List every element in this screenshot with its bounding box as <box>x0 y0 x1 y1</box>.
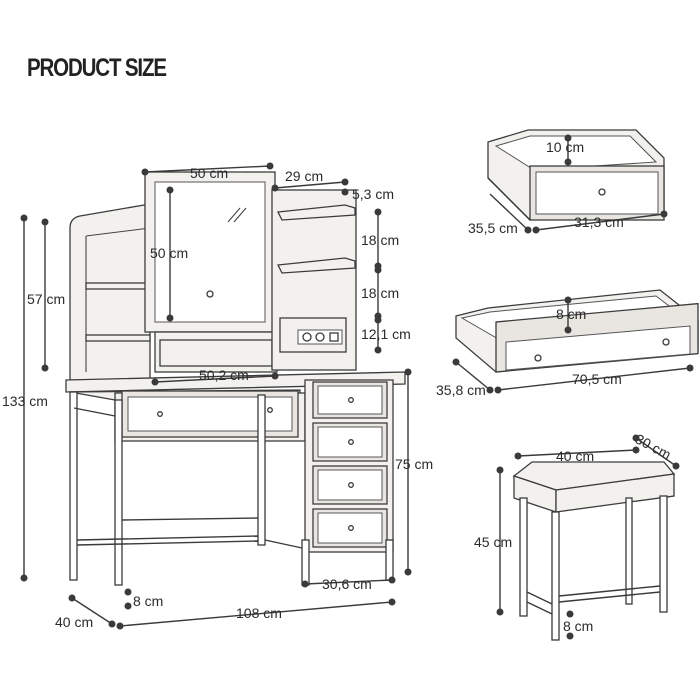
mirror-width-label: 50 cm <box>190 165 228 181</box>
stool-width-label: 40 cm <box>556 448 594 464</box>
leg-front-left <box>69 391 78 581</box>
shelf-gap-2-label: 18 cm <box>361 285 399 301</box>
hutch-base-width-label: 50,2 cm <box>199 367 249 383</box>
total-height-label: 133 cm <box>2 393 48 409</box>
shelf-width-label: 29 cm <box>285 168 323 184</box>
stool-leg-left <box>519 497 528 617</box>
mirror-height-label: 50 cm <box>150 245 188 261</box>
stool-seat-front <box>555 473 675 513</box>
small-drawer-height-label: 10 cm <box>546 139 584 155</box>
desk-top <box>65 371 406 393</box>
mirror-glass <box>154 181 266 323</box>
stool-drawing <box>512 461 676 641</box>
stool-leg-right <box>659 495 668 613</box>
right-shelf-top <box>276 204 356 221</box>
stool-leg-label: 8 cm <box>563 618 593 634</box>
small-drawer-drawing <box>487 129 665 221</box>
large-drawer-dimensions <box>452 296 694 394</box>
right-shelf-mid <box>276 257 356 274</box>
left-shelf-1 <box>85 282 151 290</box>
depth-label: 40 cm <box>55 614 93 630</box>
large-drawer-width-label: 70,5 cm <box>572 371 622 387</box>
stool-depth-label: 30 cm <box>633 431 674 463</box>
outlet-height-label: 12,1 cm <box>361 326 411 342</box>
stool-leg-back <box>625 497 633 605</box>
large-drawer-height-label: 8 cm <box>556 306 586 322</box>
small-drawer-depth-label: 35,5 cm <box>468 220 518 236</box>
small-drawer-dimensions <box>489 134 668 234</box>
leg-drawer-right <box>385 539 394 581</box>
large-drawer-drawing <box>455 289 699 373</box>
dimension-labels: 50 cm 50 cm 29 cm 5,3 cm 18 cm 18 cm 12,… <box>2 139 674 634</box>
page-title: PRODUCT SIZE <box>27 54 167 82</box>
small-drawer-width-label: 31,3 cm <box>574 214 624 230</box>
vanity-drawing <box>65 171 406 586</box>
mirror-touch-icon <box>206 290 214 298</box>
top-shelf-gap-label: 5,3 cm <box>352 186 394 202</box>
stool-leg-front <box>551 511 560 641</box>
leg-size-label: 8 cm <box>133 593 163 609</box>
stool-height-label: 45 cm <box>474 534 512 550</box>
shelf-gap-1-label: 18 cm <box>361 232 399 248</box>
large-drawer-depth-label: 35,8 cm <box>436 382 486 398</box>
leg-back <box>257 394 266 546</box>
total-width-label: 108 cm <box>236 605 282 621</box>
hutch-height-label: 57 cm <box>27 291 65 307</box>
leg-drawer-left <box>301 539 310 586</box>
leg-front-left-inner <box>114 399 123 586</box>
drawer-unit-width-label: 30,6 cm <box>322 576 372 592</box>
vanity-dimensions <box>20 162 412 630</box>
left-shelf-2 <box>85 334 151 342</box>
stool-dimensions <box>496 434 680 640</box>
desk-height-label: 75 cm <box>395 456 433 472</box>
left-hutch <box>69 203 151 381</box>
